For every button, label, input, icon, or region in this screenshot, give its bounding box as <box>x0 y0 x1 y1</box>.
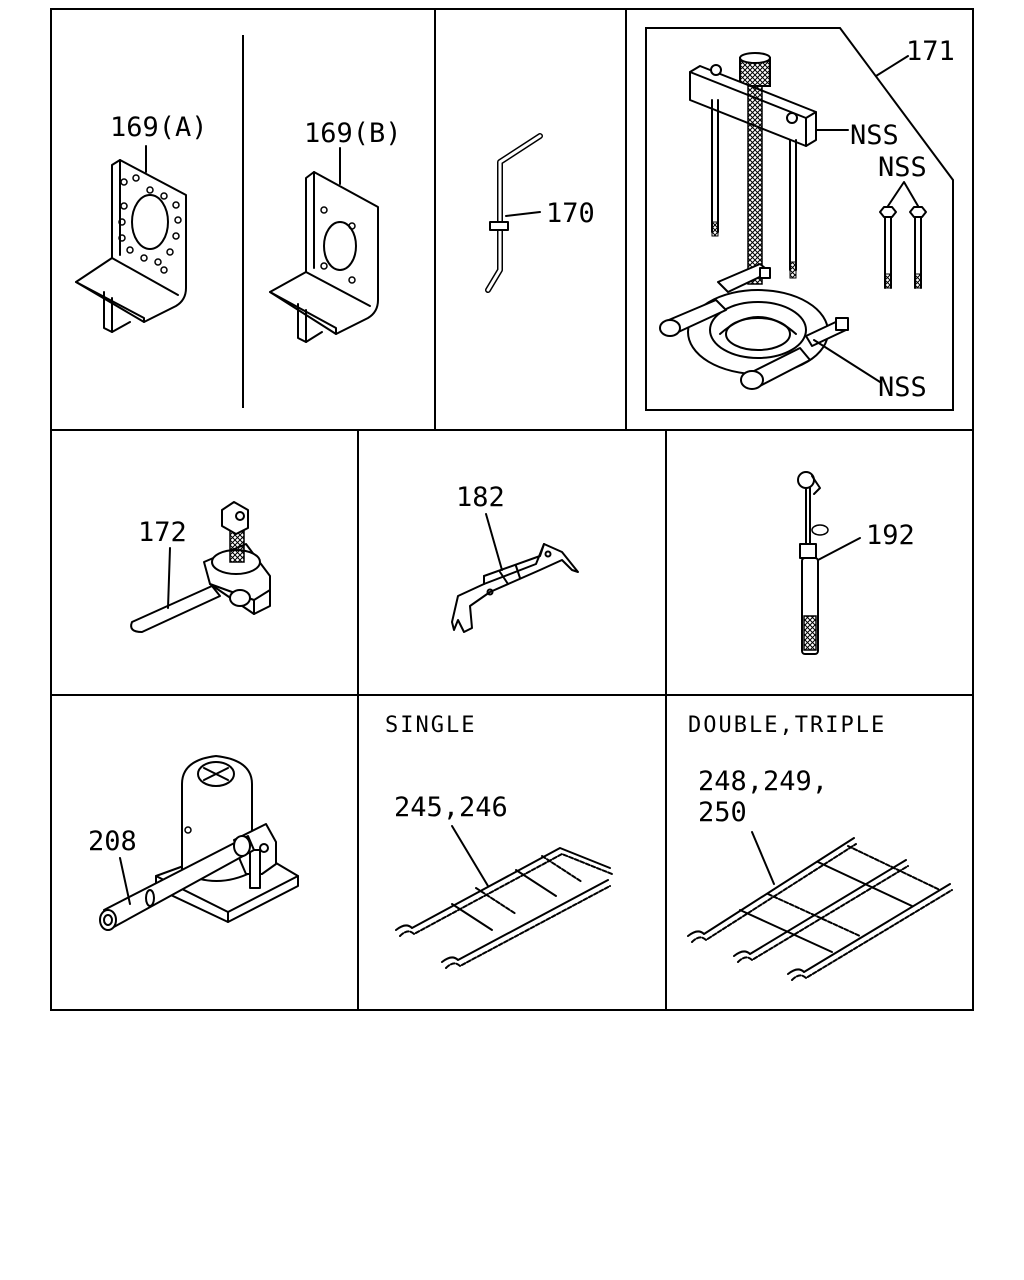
leader-nss-3 <box>813 339 881 383</box>
caption-single: SINGLE <box>385 713 476 738</box>
part-label-nss-1: NSS <box>850 120 899 151</box>
puller-kit-frame <box>645 27 954 411</box>
leader-182 <box>485 513 503 571</box>
part-label-nss-3: NSS <box>878 372 927 403</box>
part-label-182: 182 <box>456 482 505 513</box>
leader-208 <box>119 857 131 905</box>
part-label-171: 171 <box>906 36 955 67</box>
caption-double-triple: DOUBLE,TRIPLE <box>688 713 886 738</box>
part-label-nss-2: NSS <box>878 152 927 183</box>
part-label-245-246: 245,246 <box>394 792 508 823</box>
leader-171 <box>875 55 909 77</box>
leader-192 <box>817 537 861 561</box>
part-label-192: 192 <box>866 520 915 551</box>
bracket-182-illustration <box>451 543 579 633</box>
jack-208-illustration <box>99 755 299 931</box>
part-label-208: 208 <box>88 826 137 857</box>
tire-chain-single-illustration <box>395 847 613 969</box>
leader-172 <box>167 547 171 609</box>
part-label-169b: 169(B) <box>304 118 402 149</box>
leader-248-250 <box>751 831 775 885</box>
leader-170 <box>505 211 541 217</box>
tool-172-illustration <box>130 501 271 633</box>
puller-171-illustration <box>659 52 927 390</box>
bracket-169b-illustration <box>269 171 379 343</box>
part-label-169a: 169(A) <box>110 112 208 143</box>
grid-frame <box>50 8 974 1011</box>
leader-245-246 <box>451 825 489 887</box>
tire-chain-double-illustration <box>687 837 953 981</box>
part-label-172: 172 <box>138 517 187 548</box>
gauge-192-illustration <box>797 471 829 655</box>
part-label-250: 250 <box>698 797 747 828</box>
part-label-248-249: 248,249, <box>698 766 828 797</box>
leader-nss-2 <box>887 181 919 207</box>
bracket-169a-illustration <box>75 159 187 333</box>
rod-170-illustration <box>485 133 543 293</box>
part-label-170: 170 <box>546 198 595 229</box>
